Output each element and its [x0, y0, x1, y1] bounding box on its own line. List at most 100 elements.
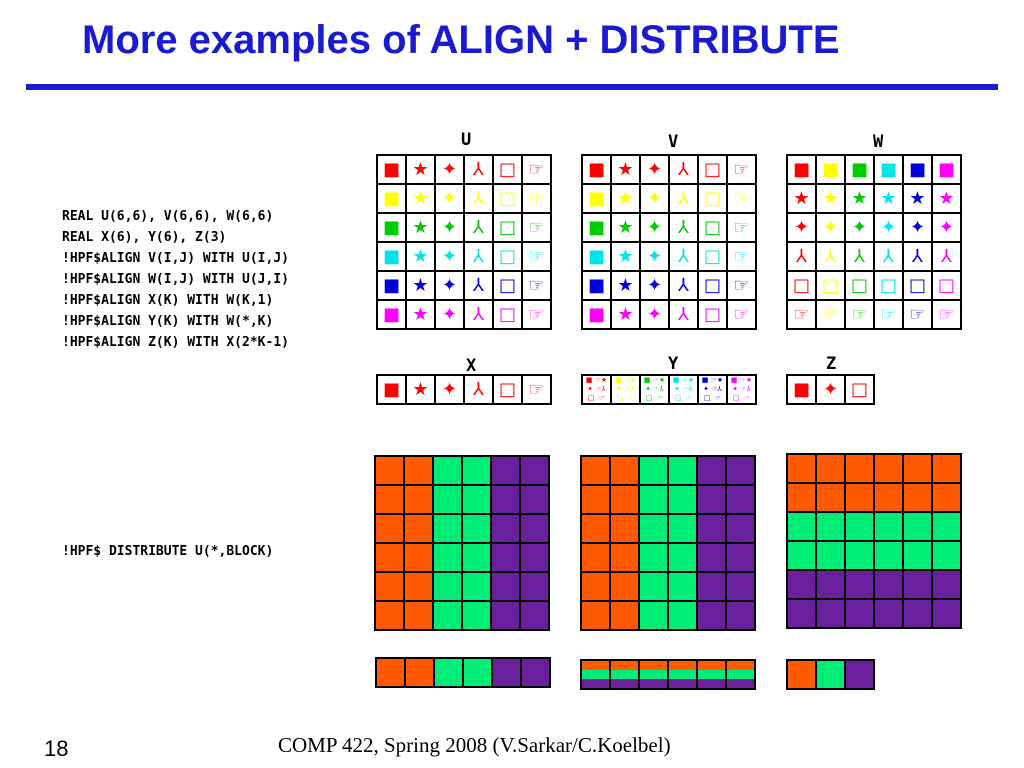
- dist-cell: [725, 571, 756, 602]
- open-square-icon: □: [492, 154, 523, 185]
- dist-cell: [638, 542, 669, 573]
- label-w: W: [873, 132, 884, 152]
- dist-cell: [667, 600, 698, 631]
- filled-square-icon: ■: [581, 299, 612, 330]
- star-icon: ★: [405, 241, 436, 272]
- dist-cell: [432, 571, 463, 602]
- grid-u: ■★✦⅄□☞■★✦⅄□☞■★✦⅄□☞■★✦⅄□☞■★✦⅄□☞■★✦⅄□☞: [376, 154, 552, 330]
- star-icon: ★: [931, 183, 962, 214]
- dist-cell: [403, 600, 434, 631]
- y-element-cell: ■ ☞★ ✦ ☞⅄ □ ☞: [726, 374, 757, 405]
- pointing-hand-icon: ☞: [521, 299, 552, 330]
- dist-cell: [461, 484, 492, 515]
- dist-v: [580, 455, 756, 631]
- dist-cell: [580, 455, 611, 486]
- filled-square-icon: ■: [581, 154, 612, 185]
- pointing-hand-icon: ☞: [726, 183, 757, 214]
- dist-cell: [461, 455, 492, 486]
- tri-star-icon: ⅄: [815, 241, 846, 272]
- open-square-icon: □: [492, 299, 523, 330]
- open-square-icon: □: [873, 270, 904, 301]
- dist-cell: [844, 569, 875, 600]
- dist-cell: [519, 600, 550, 631]
- dist-cell: [490, 571, 521, 602]
- dist-cell: [667, 484, 698, 515]
- open-square-icon: □: [492, 212, 523, 243]
- dist-cell: [786, 453, 817, 484]
- dist-cell: [844, 482, 875, 513]
- pointing-hand-icon: ☞: [931, 299, 962, 330]
- dist-cell: [873, 453, 904, 484]
- dist-z: [786, 659, 875, 690]
- tri-star-icon: ⅄: [668, 270, 699, 301]
- tri-star-icon: ⅄: [463, 270, 494, 301]
- dist-cell: [931, 569, 962, 600]
- dist-cell: [374, 455, 405, 486]
- label-z: Z: [826, 354, 837, 374]
- dist-cell: [609, 600, 640, 631]
- open-square-icon: □: [697, 154, 728, 185]
- slide-title: More examples of ALIGN + DISTRIBUTE: [82, 18, 840, 62]
- dist-cell: [667, 455, 698, 486]
- dist-cell: [403, 542, 434, 573]
- page-number: 18: [44, 736, 69, 761]
- dist-cell: [786, 659, 817, 690]
- dist-cell: [403, 484, 434, 515]
- dist-cell: [696, 571, 727, 602]
- filled-square-icon: ■: [844, 154, 875, 185]
- pointing-hand-icon: ☞: [902, 299, 933, 330]
- dist-cell: [580, 513, 611, 544]
- pointing-hand-icon: ☞: [815, 299, 846, 330]
- y-element-cell: ■ ☞★ ✦ ☞⅄ □ ☞: [581, 374, 612, 405]
- dist-cell: [931, 453, 962, 484]
- distribute-code: !HPF$ DISTRIBUTE U(*,BLOCK): [62, 544, 274, 559]
- dist-cell: [432, 513, 463, 544]
- dist-cell: [374, 600, 405, 631]
- dist-y: [580, 659, 756, 690]
- label-y: Y: [668, 354, 679, 374]
- pointing-hand-icon: ☞: [726, 270, 757, 301]
- four-point-star-icon: ✦: [434, 154, 465, 185]
- tri-star-icon: ⅄: [463, 299, 494, 330]
- dist-cell-striped: [667, 659, 698, 690]
- dist-cell: [725, 513, 756, 544]
- filled-square-icon: ■: [873, 154, 904, 185]
- dist-cell: [786, 511, 817, 542]
- star-icon: ★: [405, 183, 436, 214]
- dist-cell: [580, 571, 611, 602]
- dist-cell: [638, 571, 669, 602]
- dist-cell: [374, 513, 405, 544]
- dist-cell: [786, 540, 817, 571]
- dist-cell: [490, 600, 521, 631]
- dist-cell: [902, 540, 933, 571]
- dist-cell: [519, 455, 550, 486]
- filled-square-icon: ■: [786, 154, 817, 185]
- four-point-star-icon: ✦: [639, 212, 670, 243]
- dist-cell: [609, 571, 640, 602]
- four-point-star-icon: ✦: [931, 212, 962, 243]
- dist-cell: [844, 511, 875, 542]
- dist-cell: [374, 484, 405, 515]
- title-rule: [26, 84, 998, 90]
- dist-cell: [696, 513, 727, 544]
- filled-square-icon: ■: [902, 154, 933, 185]
- dist-cell: [490, 455, 521, 486]
- four-point-star-icon: ✦: [639, 154, 670, 185]
- four-point-star-icon: ✦: [434, 212, 465, 243]
- open-square-icon: □: [697, 299, 728, 330]
- dist-cell: [461, 600, 492, 631]
- dist-w: [786, 453, 962, 629]
- dist-cell: [873, 482, 904, 513]
- dist-cell: [815, 540, 846, 571]
- pointing-hand-icon: ☞: [844, 299, 875, 330]
- dist-cell: [462, 657, 493, 688]
- star-icon: ★: [405, 374, 436, 405]
- open-square-icon: □: [931, 270, 962, 301]
- open-square-icon: □: [697, 212, 728, 243]
- dist-cell: [931, 511, 962, 542]
- tri-star-icon: ⅄: [463, 154, 494, 185]
- pointing-hand-icon: ☞: [521, 154, 552, 185]
- four-point-star-icon: ✦: [639, 241, 670, 272]
- filled-square-icon: ■: [581, 270, 612, 301]
- dist-cell: [667, 571, 698, 602]
